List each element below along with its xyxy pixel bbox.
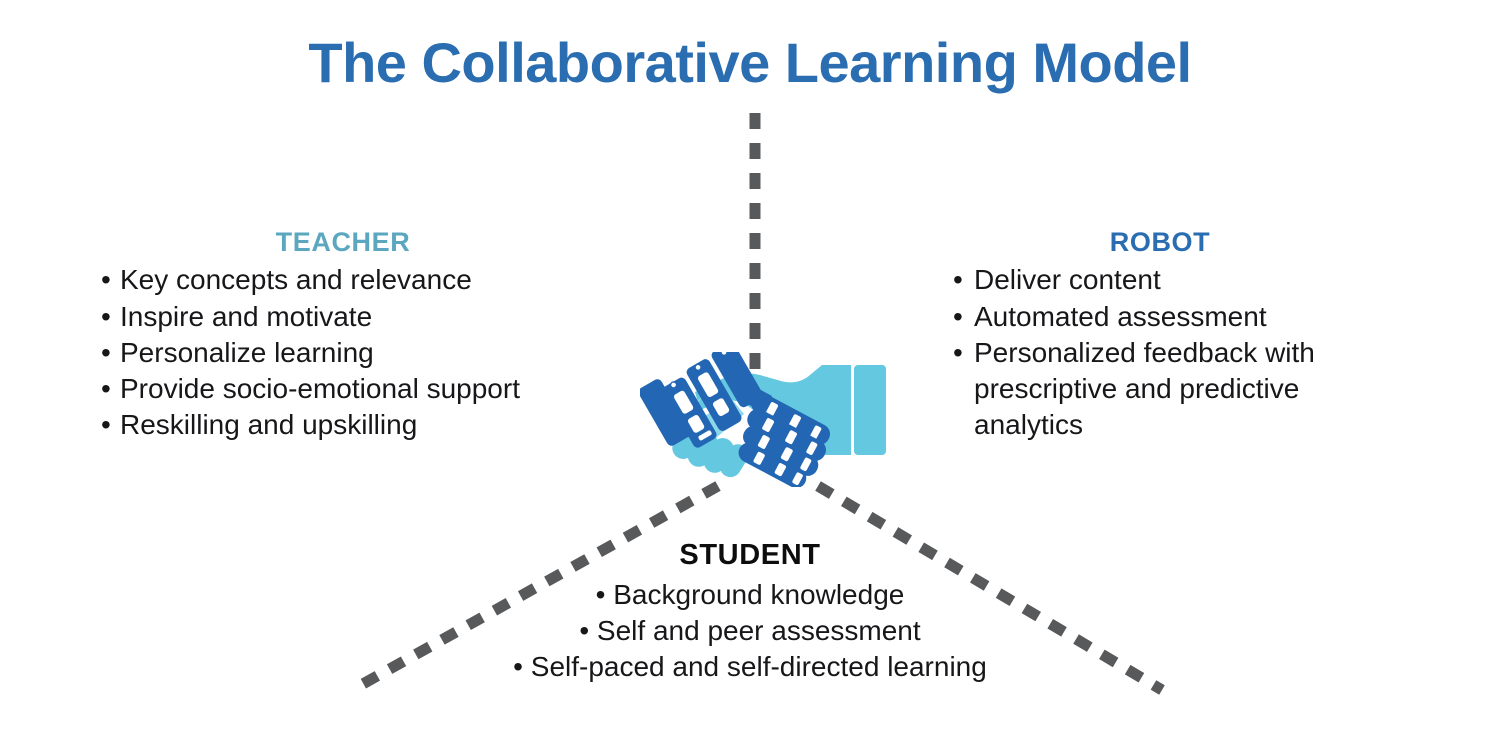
robot-forearm (640, 379, 691, 446)
handshake-icon (640, 352, 886, 487)
page-title: The Collaborative Learning Model (308, 31, 1192, 94)
list-item: Inspire and motivate (98, 299, 638, 335)
branch-teacher-bullets: Key concepts and relevance Inspire and m… (98, 262, 638, 443)
list-item: Personalize learning (98, 335, 638, 371)
branch-teacher-heading: TEACHER (275, 227, 411, 257)
robot-panel-cut-3 (697, 372, 719, 397)
robot-panel-cut-4 (712, 398, 730, 416)
branch-student-heading: STUDENT (679, 539, 821, 571)
robot-rivet-2 (694, 363, 702, 372)
list-item: Deliver content (950, 262, 1400, 298)
robot-connector-bar (698, 430, 712, 441)
branch-robot-heading: ROBOT (1109, 227, 1211, 257)
human-hand-cuff (854, 365, 886, 455)
robot-hand-plates (662, 352, 763, 448)
list-item: Personalized feedback with prescriptive … (950, 335, 1400, 443)
robot-finger-4 (738, 442, 807, 487)
robot-finger-3 (743, 425, 819, 476)
branch-student-bullets: Background knowledge Self and peer asses… (400, 577, 1100, 685)
list-item: Background knowledge (400, 577, 1100, 613)
list-item: Self and peer assessment (400, 613, 1100, 649)
branch-robot: ROBOT Deliver content Automated assessme… (950, 226, 1400, 443)
list-item: Self-paced and self-directed learning (400, 649, 1100, 685)
robot-hand-group (640, 352, 831, 487)
list-item: Reskilling and upskilling (98, 407, 638, 443)
connector-bottom-right-diagonal (815, 481, 1165, 695)
branch-teacher: TEACHER Key concepts and relevance Inspi… (98, 226, 638, 443)
robot-panel-cut-2 (687, 415, 705, 433)
robot-rivet-3 (720, 352, 728, 357)
list-item: Automated assessment (950, 299, 1400, 335)
robot-rivet-1 (669, 381, 678, 389)
list-item: Provide socio-emotional support (98, 371, 638, 407)
list-item: Key concepts and relevance (98, 262, 638, 298)
robot-finger-2 (747, 408, 827, 461)
robot-finger-1 (751, 392, 831, 445)
branch-student: STUDENT Background knowledge Self and pe… (400, 538, 1100, 685)
branch-robot-bullets: Deliver content Automated assessment Per… (950, 262, 1400, 443)
robot-panel-cut-1 (673, 390, 694, 414)
connector-bottom-left-diagonal (349, 481, 721, 695)
robot-hand-fingers (738, 392, 831, 487)
